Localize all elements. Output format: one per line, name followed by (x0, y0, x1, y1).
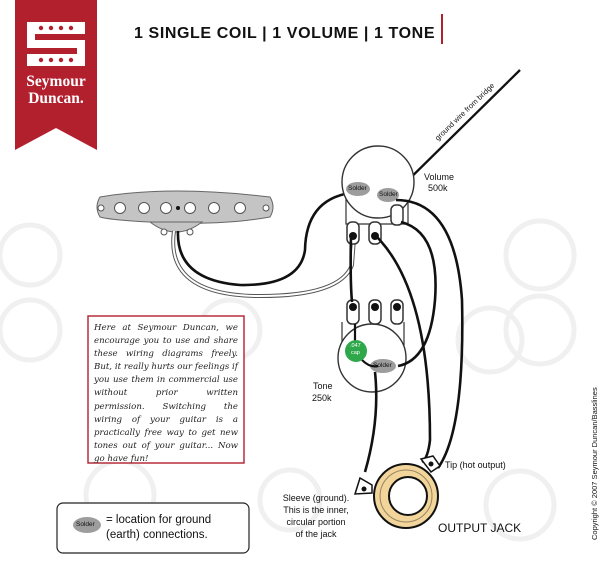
brand-name-line1: Seymour (26, 73, 86, 90)
volume-solder-label-2: Solder (379, 191, 398, 198)
legend-solder-marker: Solder (76, 521, 95, 528)
cap-unit-label: cap (351, 350, 360, 356)
tone-value: 250k (312, 393, 332, 403)
tip-label: Tip (hot output) (445, 460, 506, 470)
volume-to-tone-wire (349, 235, 354, 303)
notice-frame (87, 315, 245, 464)
bridge-ground-to-jack-wire (395, 198, 464, 469)
seymour-duncan-s-logo-icon (27, 22, 85, 66)
cap-value-label: .047 (350, 343, 361, 349)
single-coil-pickup (96, 190, 274, 236)
sleeve-label-line4: of the jack (295, 529, 337, 539)
legend-line2: (earth) connections. (106, 529, 208, 541)
pickup-ground-wire (171, 230, 356, 299)
capacitor-047 (345, 324, 379, 368)
tone-label: Tone (313, 381, 333, 391)
volume-solder-label-1: Solder (348, 185, 367, 192)
output-jack (353, 455, 442, 529)
legend-line1: = location for ground (106, 514, 212, 526)
diagram-title: 1 SINGLE COIL | 1 VOLUME | 1 TONE (134, 25, 436, 42)
volume-label: Volume (424, 172, 455, 182)
legend-box (56, 502, 250, 554)
usage-notice: Here at Seymour Duncan, we encourage you… (94, 323, 238, 464)
title-divider (441, 14, 443, 44)
volume-ground-to-tone-wire (397, 220, 437, 368)
brand-banner (15, 0, 97, 150)
volume-value: 500k (428, 183, 448, 193)
volume-pot (341, 145, 415, 245)
tone-ground-to-jack-sleeve-wire (363, 371, 378, 473)
sleeve-label-line3: circular portion (286, 517, 346, 527)
output-to-jack-tip-wire (375, 235, 432, 464)
output-jack-label: OUTPUT JACK (438, 521, 522, 535)
copyright-notice: Copyright © 2007 Seymour Duncan/Bassline… (590, 387, 599, 540)
sleeve-label-line2: This is the inner, (283, 505, 349, 515)
brand-name-line2: Duncan. (28, 90, 84, 107)
pickup-hot-wire (176, 191, 351, 287)
tone-solder-label: Solder (373, 362, 392, 369)
sleeve-label-line1: Sleeve (ground). (282, 493, 350, 503)
